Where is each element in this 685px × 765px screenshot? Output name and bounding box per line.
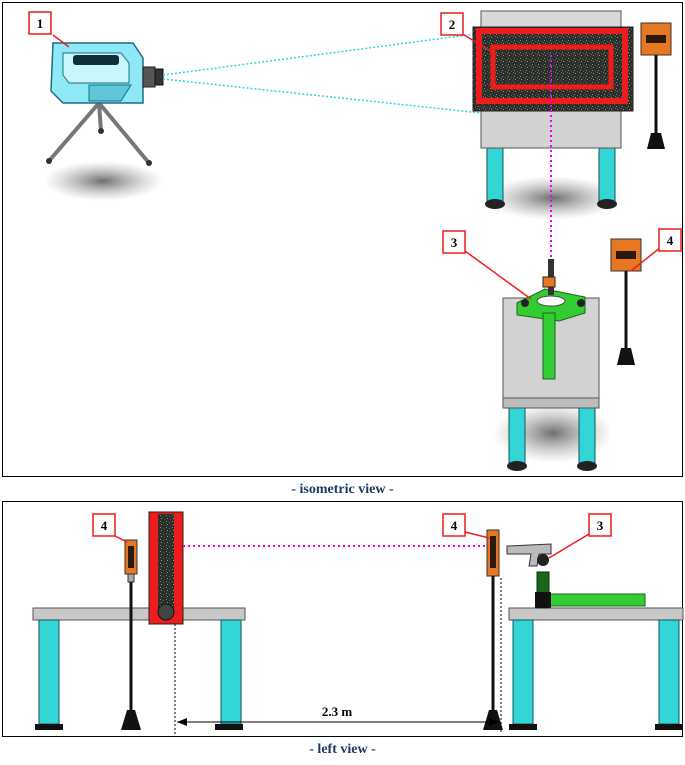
gun-pistol — [506, 543, 552, 567]
callout-1-label: 1 — [37, 16, 44, 31]
sensor-left — [121, 539, 141, 730]
isometric-drawing: 1 2 3 4 — [28, 10, 682, 471]
tripod-leg — [47, 101, 101, 163]
table-leg — [508, 402, 526, 466]
tripod-leg — [97, 101, 151, 165]
speckle-panel-side — [148, 511, 184, 625]
camera-assembly — [43, 42, 164, 201]
table-leg — [38, 619, 60, 725]
callout-3-left: 3 — [548, 513, 612, 559]
table-lower — [493, 259, 613, 471]
table-leg — [220, 619, 242, 725]
speckle-panel — [158, 514, 174, 608]
callout-3-left-label: 3 — [597, 518, 604, 533]
left-view-panel: 2.3 m 4 4 3 — [2, 501, 684, 737]
isometric-view-panel: 1 2 3 4 — [2, 2, 683, 477]
distance-label: 2.3 m — [322, 704, 353, 719]
isometric-view-caption: - isometric view - — [291, 482, 394, 497]
gun-mount-rail — [548, 593, 646, 607]
camera-handle — [73, 55, 119, 65]
camera-lens — [142, 66, 156, 88]
table-leg — [512, 619, 534, 725]
callout-3: 3 — [442, 230, 532, 300]
left-table — [32, 607, 246, 730]
sensor-upper — [640, 22, 672, 149]
callout-4-iso-label: 4 — [667, 233, 674, 248]
distance-dimension: 2.3 m — [174, 578, 502, 734]
tripod-leg — [97, 102, 103, 132]
sight-line-upper — [162, 32, 484, 76]
sensor-right — [483, 529, 503, 730]
table-leg — [578, 402, 596, 466]
table-leg — [658, 619, 680, 725]
sensor-lower — [610, 238, 642, 365]
right-table-top — [508, 607, 684, 621]
callout-2-label: 2 — [449, 17, 456, 32]
callout-4-iso: 4 — [630, 228, 682, 272]
right-table — [506, 543, 684, 730]
callout-3-label: 3 — [451, 235, 458, 250]
callout-2: 2 — [440, 12, 498, 56]
gun-mount-arm — [542, 312, 556, 380]
speckle-panel — [472, 26, 634, 112]
left-view-caption: - left view - — [309, 742, 376, 757]
table-upper — [472, 10, 634, 220]
left-view-drawing: 2.3 m 4 4 3 — [32, 511, 684, 734]
camera-shadow — [43, 161, 163, 201]
callout-1: 1 — [28, 11, 70, 48]
callout-4-right: 4 — [442, 513, 490, 539]
left-table-top — [32, 607, 246, 621]
table-leg — [598, 147, 616, 204]
callout-4-right-label: 4 — [451, 518, 458, 533]
sight-line-lower — [162, 78, 482, 114]
table-leg — [486, 147, 504, 204]
callout-4-left-label: 4 — [101, 518, 108, 533]
callout-4-left: 4 — [92, 513, 128, 543]
